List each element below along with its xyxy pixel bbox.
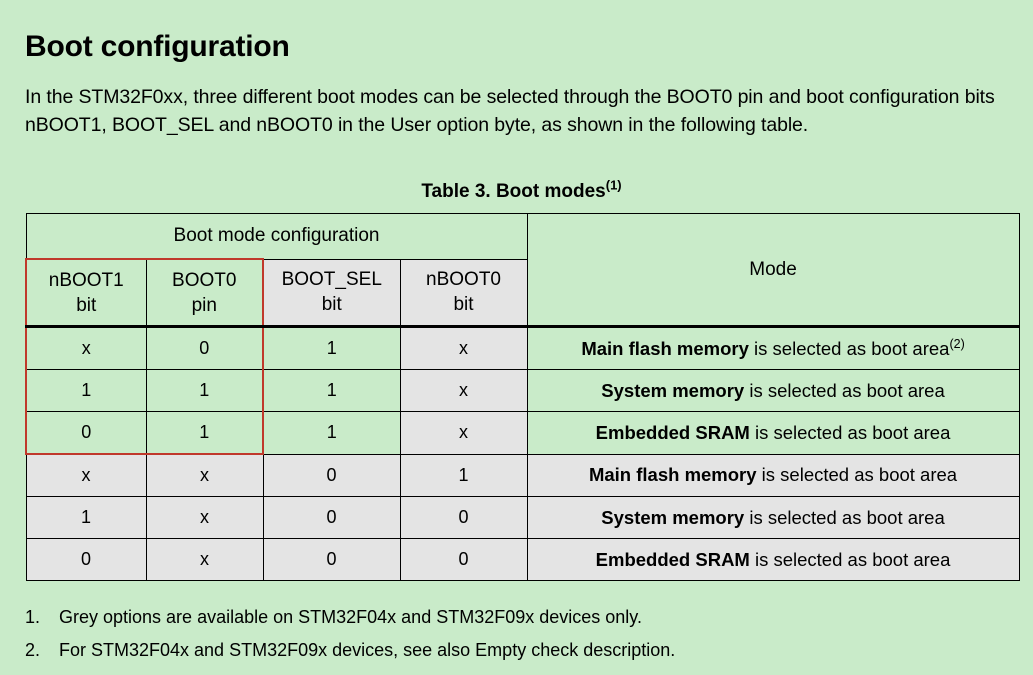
cell-mode: System memory is selected as boot area [526, 369, 1020, 412]
header-nboot1-line1: nBOOT1 [48, 269, 124, 291]
cell-boot0: 0 [145, 326, 264, 370]
cell-mode-bold: System memory [601, 379, 745, 401]
cell-boot-sel: 1 [262, 369, 401, 412]
header-boot0-line1: BOOT0 [172, 269, 237, 291]
cell-nboot1: x [25, 326, 147, 370]
footnote-text: For STM32F04x and STM32F09x devices, see… [59, 640, 676, 660]
table-row: 1 x 0 0 System memory is selected as boo… [25, 496, 1020, 539]
cell-boot-sel: 0 [262, 496, 401, 539]
cell-boot0: x [145, 538, 264, 581]
cell-nboot0: x [399, 326, 528, 370]
table-body: x 0 1 x Main flash memory is selected as… [25, 326, 1020, 581]
cell-mode-bold: Embedded SRAM [595, 421, 750, 443]
cell-nboot1: x [25, 453, 147, 497]
cell-mode: Main flash memory is selected as boot ar… [526, 453, 1020, 497]
table-row: x x 0 1 Main flash memory is selected as… [25, 453, 1020, 497]
header-nboot1: nBOOT1 bit [25, 258, 147, 328]
header-row-columns: nBOOT1 bit BOOT0 pin BOOT_SEL bit nBOOT0… [25, 258, 1019, 328]
cell-mode: Embedded SRAM is selected as boot area [526, 411, 1020, 455]
cell-nboot0: 0 [399, 496, 528, 539]
table-caption-footnote-marker: (1) [605, 177, 622, 193]
cell-mode-bold: Main flash memory [581, 337, 749, 359]
table-row: x 0 1 x Main flash memory is selected as… [25, 326, 1020, 370]
header-nboot0: nBOOT0 bit [399, 258, 528, 328]
footnote-item: 1. Grey options are available on STM32F0… [25, 605, 1018, 629]
header-boot-sel-line2: bit [321, 294, 342, 316]
cell-boot-sel: 0 [262, 453, 401, 497]
footnote-item: 2. For STM32F04x and STM32F09x devices, … [25, 638, 1018, 662]
header-boot-sel: BOOT_SEL bit [262, 258, 401, 328]
cell-mode-footnote-marker: (2) [949, 336, 965, 351]
table-row: 0 1 1 x Embedded SRAM is selected as boo… [25, 411, 1020, 455]
boot-modes-table-wrapper: Boot mode configuration Mode nBOOT1 bit … [25, 213, 1020, 581]
header-mode: Mode [526, 213, 1020, 328]
header-row-group: Boot mode configuration Mode [25, 213, 1020, 328]
footnote-text: Grey options are available on STM32F04x … [59, 607, 642, 627]
header-boot0-line2: pin [191, 294, 217, 316]
cell-mode-bold: System memory [601, 506, 745, 528]
intro-paragraph: In the STM32F0xx, three different boot m… [25, 85, 995, 136]
cell-mode-rest: is selected as boot area [744, 379, 945, 401]
cell-nboot0: x [399, 411, 528, 455]
cell-nboot1: 1 [25, 496, 147, 539]
cell-mode-rest: is selected as boot area [744, 506, 945, 528]
cell-mode-rest: is selected as boot area [749, 421, 951, 443]
cell-mode-rest: is selected as boot area [749, 548, 951, 570]
cell-mode-bold: Main flash memory [588, 464, 757, 486]
footnote-number: 2. [25, 640, 41, 660]
cell-nboot1: 0 [25, 411, 147, 455]
cell-mode: Embedded SRAM is selected as boot area [526, 538, 1020, 581]
cell-nboot0: 0 [399, 538, 528, 581]
cell-nboot1: 0 [25, 538, 147, 581]
cell-boot0: 1 [145, 411, 264, 455]
header-boot-sel-line1: BOOT_SEL [281, 269, 382, 291]
cell-boot0: x [145, 453, 264, 497]
header-nboot0-line2: bit [453, 294, 474, 316]
cell-mode: Main flash memory is selected as boot ar… [526, 326, 1020, 370]
cell-nboot1: 1 [25, 369, 147, 412]
cell-boot-sel: 1 [262, 326, 401, 370]
cell-boot-sel: 1 [262, 411, 401, 455]
table-row: 1 1 1 x System memory is selected as boo… [25, 369, 1020, 412]
footnote-number: 1. [25, 607, 41, 627]
cell-boot0: x [145, 496, 264, 539]
cell-mode: System memory is selected as boot area [526, 496, 1020, 539]
header-nboot0-line1: nBOOT0 [426, 269, 501, 291]
table-caption-text: Table 3. Boot modes [421, 181, 606, 202]
boot-modes-table: Boot mode configuration Mode nBOOT1 bit … [25, 213, 1020, 581]
header-boot-mode-configuration: Boot mode configuration [25, 213, 528, 260]
page-title: Boot configuration [25, 30, 290, 64]
table-head: Boot mode configuration Mode nBOOT1 bit … [25, 213, 1020, 328]
cell-mode-rest: is selected as boot area [756, 464, 958, 486]
cell-mode-rest: is selected as boot area [748, 337, 950, 359]
footnotes-list: 1. Grey options are available on STM32F0… [25, 605, 1018, 671]
table-row: 0 x 0 0 Embedded SRAM is selected as boo… [25, 538, 1020, 581]
cell-boot-sel: 0 [262, 538, 401, 581]
cell-nboot0: x [399, 369, 528, 412]
header-nboot1-line2: bit [76, 294, 97, 316]
header-boot0: BOOT0 pin [145, 258, 264, 328]
table-caption: Table 3. Boot modes(1) [25, 177, 1018, 203]
cell-nboot0: 1 [399, 453, 528, 497]
cell-boot0: 1 [145, 369, 264, 412]
cell-mode-bold: Embedded SRAM [595, 548, 750, 570]
